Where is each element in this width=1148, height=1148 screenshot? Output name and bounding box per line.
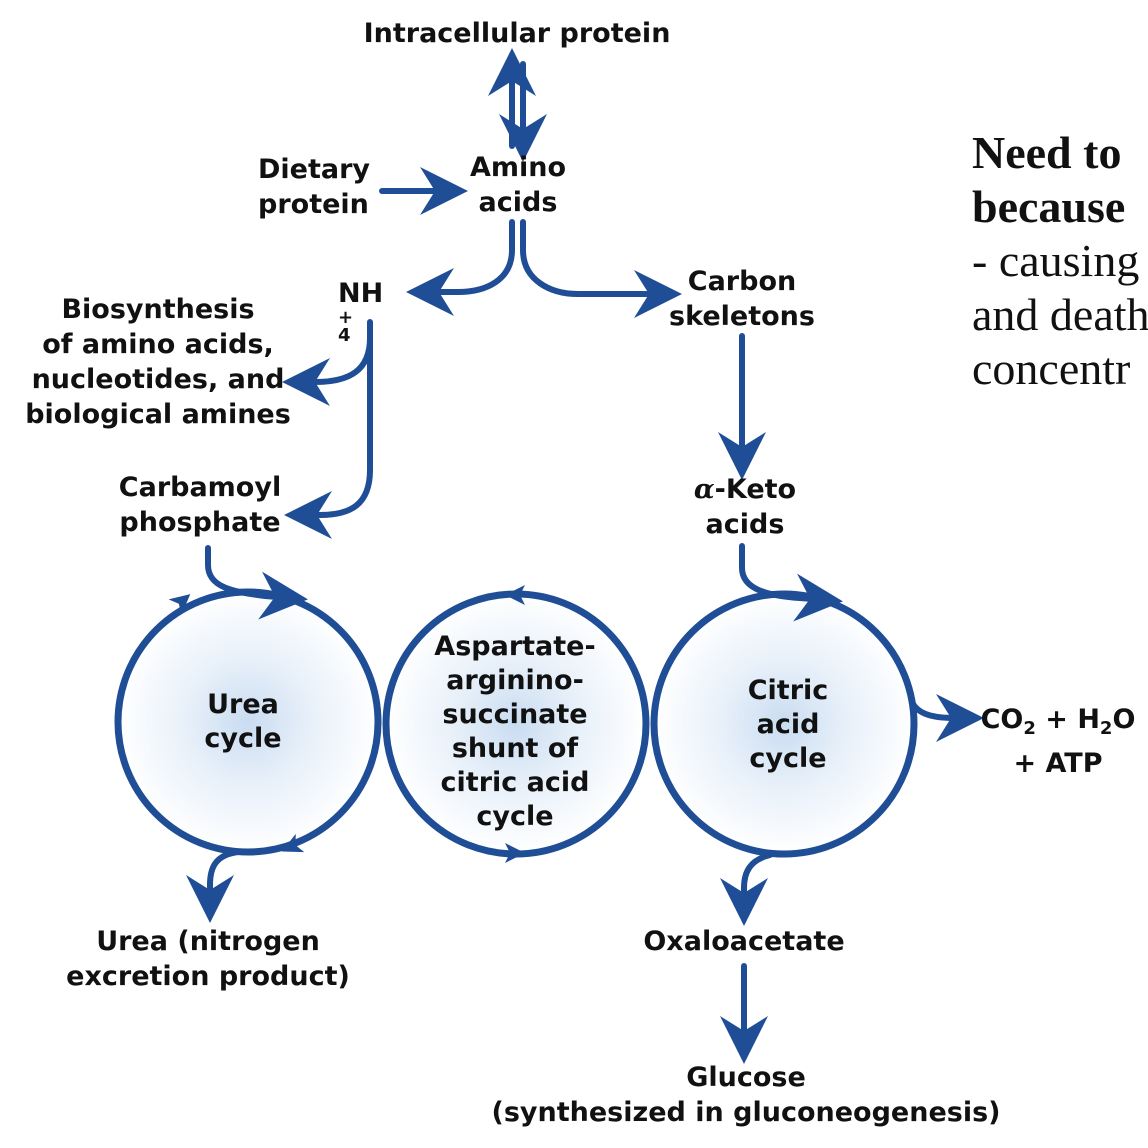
shunt-arrowhead-bottom xyxy=(505,843,525,863)
side-note-line3: - causing xyxy=(972,235,1140,286)
label-biosynthesis-line4: biological amines xyxy=(25,399,291,430)
arrow-keto-to-citric xyxy=(739,543,843,622)
label-nh4: NH+4 xyxy=(338,276,384,346)
label-urea-cycle: Urea cycle xyxy=(204,688,281,756)
arrow-citric-to-oxaloacetate xyxy=(720,852,773,926)
label-urea-product-line2: excretion product) xyxy=(66,961,350,992)
co2-subscript: 2 xyxy=(1023,718,1036,739)
label-dietary-protein-line1: Dietary xyxy=(258,154,371,185)
label-nh4-sup: + xyxy=(338,307,354,328)
side-note-line5: concentr xyxy=(972,343,1131,394)
shunt-arrowhead-top xyxy=(505,585,525,605)
label-atp-line: + ATP xyxy=(1013,748,1103,779)
alpha-symbol: α xyxy=(693,474,715,505)
label-carbamoyl-phosphate-line2: phosphate xyxy=(119,507,281,538)
label-carbamoyl-phosphate-line1: Carbamoyl xyxy=(118,472,282,503)
label-urea-product: Urea (nitrogen excretion product) xyxy=(66,924,350,994)
label-glucose: Glucose (synthesized in gluconeogenesis) xyxy=(492,1060,1001,1130)
label-aspartate-shunt-line2: arginino- xyxy=(446,665,584,696)
label-biosynthesis-line1: Biosynthesis xyxy=(61,294,255,325)
h2o-subscript: 2 xyxy=(1099,718,1113,739)
h2o-text-end: O xyxy=(1112,704,1136,735)
label-carbon-skeletons-line2: skeletons xyxy=(669,301,815,332)
urea-cycle-arrowhead-left xyxy=(168,594,191,615)
arrow-nh4-to-biosynthesis xyxy=(282,335,373,406)
label-amino-acids: Amino acids xyxy=(470,150,566,220)
label-citric-acid-cycle: Citric acid cycle xyxy=(748,674,829,776)
label-dietary-protein-line2: protein xyxy=(258,189,369,220)
label-citric-acid-cycle-line1: Citric xyxy=(747,675,829,706)
label-keto-text: -Keto xyxy=(714,474,797,505)
label-keto-acids-line1: α-Keto xyxy=(694,472,796,507)
label-keto-acids: α-Keto acids xyxy=(694,472,796,542)
label-nh4-base: NH xyxy=(338,278,384,309)
arrow-amino-to-nh4 xyxy=(406,219,515,316)
label-amino-acids-line1: Amino xyxy=(469,152,567,183)
label-biosynthesis-line3: nucleotides, and xyxy=(31,364,285,395)
arrow-carbamoyl-to-urea xyxy=(205,545,308,620)
label-co2-h2o-line: CO2 + H2O xyxy=(981,702,1136,746)
label-aspartate-shunt-line3: succinate xyxy=(442,699,588,730)
label-biosynthesis-line2: of amino acids, xyxy=(42,329,274,360)
label-nh4-scripts: +4 xyxy=(338,307,353,346)
side-note: Need to because - causing and death conc… xyxy=(972,126,1148,396)
label-carbon-skeletons-line1: Carbon xyxy=(687,266,797,297)
label-carbon-skeletons: Carbon skeletons xyxy=(669,264,815,334)
side-note-line1: Need to xyxy=(972,127,1122,178)
arrow-nh4-down xyxy=(284,319,373,539)
label-co2-h2o-atp: CO2 + H2O + ATP xyxy=(981,702,1136,781)
label-amino-acids-line2: acids xyxy=(478,187,558,218)
co2-text: CO xyxy=(980,704,1024,735)
side-note-line2: because xyxy=(972,181,1126,232)
label-citric-acid-cycle-line2: acid xyxy=(756,709,820,740)
label-dietary-protein: Dietary protein xyxy=(258,152,370,222)
label-aspartate-shunt-line4: shunt of xyxy=(451,733,579,764)
arrow-urea-cycle-to-urea xyxy=(186,849,241,923)
side-note-line4: and death xyxy=(972,289,1148,340)
label-biosynthesis: Biosynthesis of amino acids, nucleotides… xyxy=(25,292,291,432)
label-aspartate-shunt-line6: cycle xyxy=(476,801,554,832)
label-glucose-line1: Glucose xyxy=(686,1062,806,1093)
label-nh4-sub: 4 xyxy=(338,325,351,346)
urea-cycle-arrowhead-bottom xyxy=(281,833,305,853)
label-keto-acids-line2: acids xyxy=(705,509,785,540)
label-glucose-line2: (synthesized in gluconeogenesis) xyxy=(491,1097,1001,1128)
label-aspartate-shunt-line1: Aspartate- xyxy=(434,631,596,662)
label-aspartate-shunt-line5: citric acid xyxy=(440,767,590,798)
label-intracellular-protein: Intracellular protein xyxy=(363,18,671,49)
label-urea-cycle-line2: cycle xyxy=(204,723,282,754)
label-urea-product-line1: Urea (nitrogen xyxy=(96,926,320,957)
label-urea-cycle-line1: Urea xyxy=(207,689,279,720)
arrow-amino-to-carbon xyxy=(520,219,682,318)
label-carbamoyl-phosphate: Carbamoyl phosphate xyxy=(119,470,281,540)
h2o-text: + H xyxy=(1035,704,1100,735)
label-citric-acid-cycle-line3: cycle xyxy=(749,743,827,774)
arrow-citric-to-co2 xyxy=(909,694,984,742)
label-aspartate-shunt: Aspartate- arginino- succinate shunt of … xyxy=(434,630,595,834)
label-oxaloacetate: Oxaloacetate xyxy=(643,926,845,957)
